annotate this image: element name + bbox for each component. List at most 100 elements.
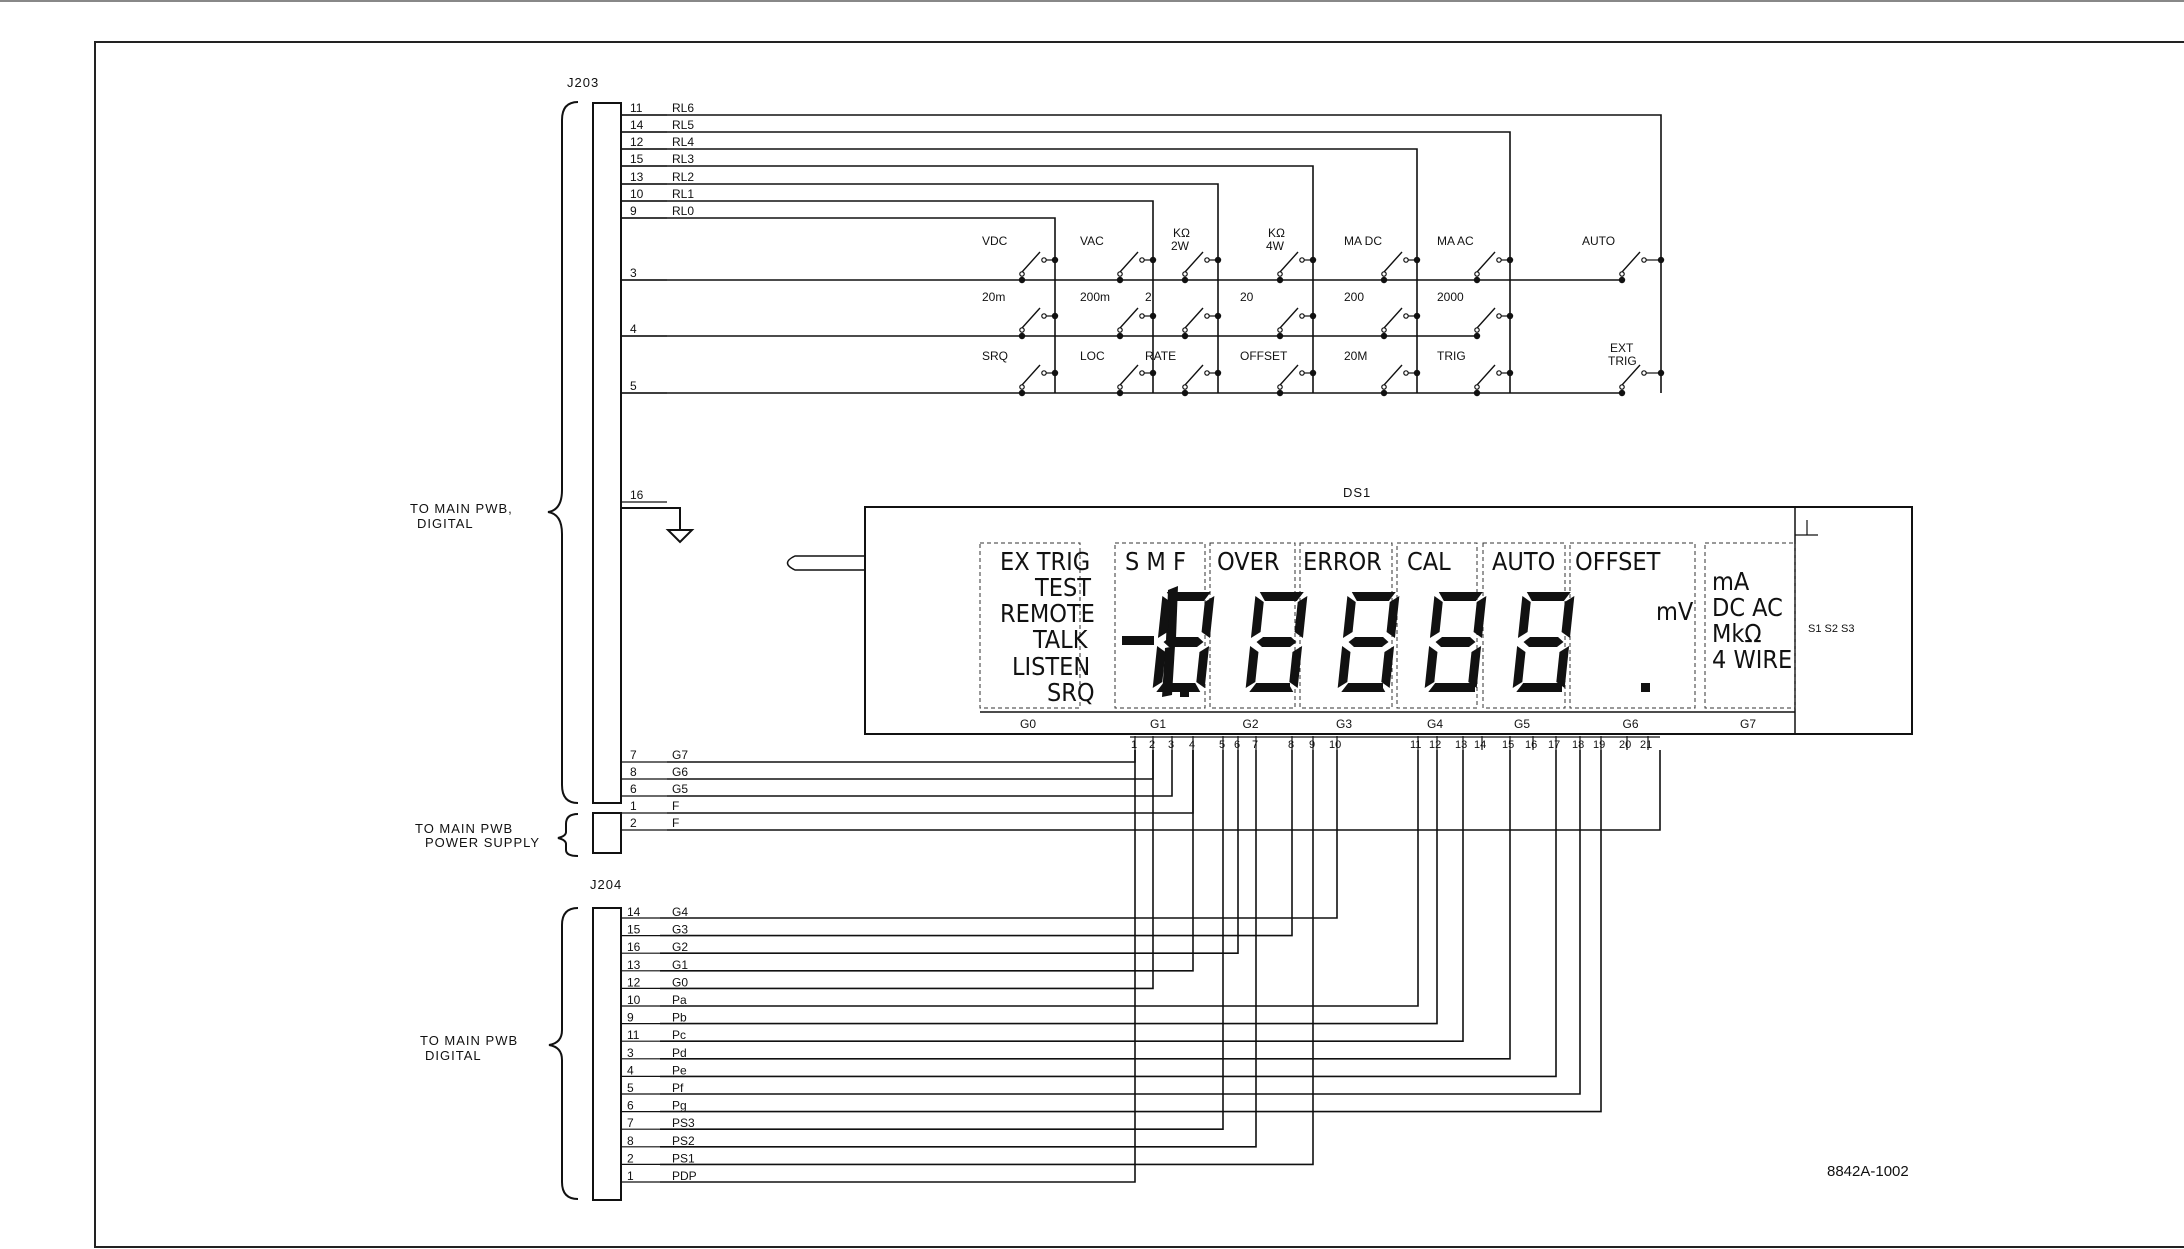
junction-dot (1181, 389, 1189, 397)
j203-bracket (547, 101, 579, 804)
switch-label: 2 (1145, 290, 1152, 304)
annunciator-error: ERROR (1303, 547, 1382, 576)
switch-blade (1476, 307, 1496, 329)
j203-net-line (667, 750, 1661, 831)
j204-net-line (660, 750, 1602, 1113)
ds1-pin-number: 15 (1502, 739, 1514, 751)
j204-bracket (548, 907, 579, 1200)
annunciator-test: TEST (1034, 573, 1091, 602)
switch-contact (1019, 384, 1025, 390)
switch-label: MA DC (1344, 234, 1382, 248)
j204-net-line (660, 750, 1419, 1007)
j203-pin-number: 16 (630, 488, 644, 502)
digit-segment (1163, 637, 1204, 647)
j203-pin-number: 10 (630, 187, 644, 201)
junction-dot (1018, 276, 1026, 284)
switch-label: TRIG (1608, 354, 1637, 368)
j204-net-label: G2 (672, 940, 688, 954)
digit-segment (1429, 596, 1443, 638)
switch-label: SRQ (982, 349, 1008, 363)
junction-dot (1276, 276, 1284, 284)
annunciator-auto: AUTO (1492, 547, 1555, 576)
minus-segment (1122, 636, 1154, 645)
j203-pin-number: 13 (630, 170, 644, 184)
switch-blade (1119, 364, 1139, 386)
switch-blade (1184, 364, 1204, 386)
j204-net-label: G4 (672, 905, 688, 919)
j203-label: J203 (567, 75, 599, 90)
junction-dot (1618, 276, 1626, 284)
digit-segment (1348, 637, 1389, 647)
switch-contact (1277, 327, 1283, 333)
rl-line (621, 183, 1219, 393)
switch-blade (1279, 364, 1299, 386)
switch-contact (1041, 370, 1047, 376)
switch-blade (1383, 251, 1403, 273)
junction-dot (1181, 276, 1189, 284)
digit-segment (1201, 596, 1215, 638)
junction-dot (1116, 389, 1124, 397)
annunciator-ex-trig: EX TRIG (1000, 547, 1090, 576)
j203-net-label: RL5 (672, 118, 694, 132)
junction-dot (1506, 369, 1514, 377)
digit-segment (1245, 646, 1259, 688)
j204-pin-number: 10 (627, 993, 641, 1007)
junction-dot (1380, 389, 1388, 397)
decimal-point (1466, 683, 1475, 692)
junction-dot (1309, 256, 1317, 264)
junction-dot (1149, 256, 1157, 264)
switch-blade (1021, 251, 1041, 273)
switch-contact (1277, 384, 1283, 390)
grid-boundary (1299, 542, 1393, 709)
junction-dot (1380, 276, 1388, 284)
switch-blade (1184, 251, 1204, 273)
j204-net-line (660, 750, 1511, 1060)
switch-blade (1184, 307, 1204, 329)
j203-net-label: RL0 (672, 204, 694, 218)
j204-net-line (660, 750, 1293, 937)
junction-dot (1309, 312, 1317, 320)
j204-net-label: PS2 (672, 1134, 695, 1148)
decimal-point (1180, 688, 1189, 697)
switch-contact (1381, 384, 1387, 390)
switch-contact (1474, 384, 1480, 390)
junction-dot (1276, 332, 1284, 340)
digit-segment (1517, 596, 1531, 638)
ds1-pin-number: 21 (1640, 739, 1652, 751)
j204-net-line (660, 750, 1581, 1095)
j203-net-label: G7 (672, 748, 688, 762)
switch-contact (1619, 271, 1625, 277)
switch-contact (1139, 370, 1145, 376)
digit-segment (1556, 646, 1570, 688)
switch-label: 20M (1344, 349, 1367, 363)
rl-line (621, 131, 1511, 393)
junction-dot (1051, 256, 1059, 264)
j203-net-label: F (672, 799, 679, 813)
junction-dot (1149, 369, 1157, 377)
switch-label: 20 (1240, 290, 1254, 304)
digit-segment (1157, 596, 1171, 638)
switch-label: RATE (1145, 349, 1176, 363)
j203-pin-number: 12 (630, 135, 644, 149)
switch-contact (1117, 271, 1123, 277)
digit-segment (1249, 683, 1294, 692)
ds1-pin-number: 10 (1329, 739, 1341, 751)
grid-boundary (1704, 542, 1796, 709)
j203-net-label: F (672, 816, 679, 830)
ds1-pin-number: 5 (1219, 739, 1225, 751)
j204-pin-number: 12 (627, 975, 641, 989)
digit-segment (1473, 596, 1487, 638)
junction-dot (1276, 389, 1284, 397)
switch-label: KΩ (1268, 226, 1285, 240)
switch-contact (1641, 257, 1647, 263)
junction-dot (1506, 312, 1514, 320)
j203-net-label: RL6 (672, 101, 694, 115)
digit-segment (1341, 683, 1386, 692)
digit-segment (1512, 646, 1526, 688)
j203-pin-number: 7 (630, 748, 637, 762)
ds1-pin-number: 11 (1410, 739, 1421, 751)
j203-bracket-label-2: DIGITAL (417, 516, 474, 531)
